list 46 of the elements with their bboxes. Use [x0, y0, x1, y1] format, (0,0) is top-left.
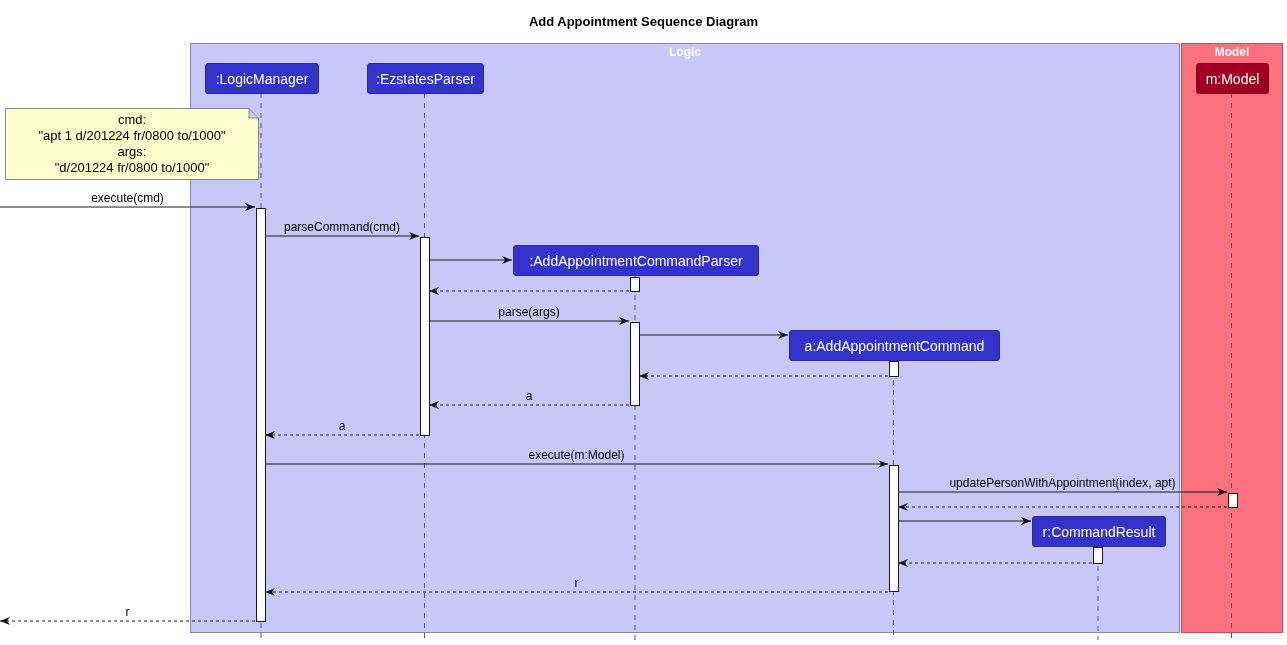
- edge-label: r: [125, 605, 130, 619]
- message-arrow: [638, 331, 789, 339]
- activation-bar: [1093, 547, 1103, 564]
- activation-bar: [420, 237, 430, 436]
- participant-box: a:AddAppointmentCommand: [789, 330, 1000, 361]
- participant-box: m:Model: [1196, 63, 1269, 94]
- edge-label: execute(m:Model): [528, 448, 625, 462]
- group-title: Model: [1213, 45, 1251, 59]
- activation-bar: [889, 361, 899, 377]
- edge-label: a: [338, 419, 346, 433]
- message-arrow: [264, 588, 889, 596]
- participant-box: :AddAppointmentCommandParser: [513, 245, 759, 276]
- message-arrow: [428, 256, 513, 264]
- participant-box: r:CommandResult: [1032, 516, 1166, 547]
- message-arrow: [428, 317, 630, 325]
- message-arrow: [428, 401, 630, 409]
- message-arrow: [897, 559, 1093, 567]
- note-text: "apt 1 d/201224 fr/0800 to/1000": [37, 128, 227, 144]
- participant-box: :EzstatesParser: [367, 63, 484, 94]
- message-arrow: [0, 617, 256, 625]
- diagram-title: Add Appointment Sequence Diagram: [527, 14, 760, 29]
- message-arrow: [264, 431, 420, 439]
- message-arrow: [638, 372, 889, 380]
- activation-bar: [889, 465, 899, 592]
- edge-label: parseCommand(cmd): [284, 220, 400, 234]
- note-text: cmd:: [116, 112, 148, 128]
- activation-bar: [1228, 493, 1238, 508]
- edge-label: execute(cmd): [91, 191, 164, 205]
- activation-bar: [630, 322, 640, 406]
- edge-label: parse(args): [498, 305, 560, 319]
- edge-label: updatePersonWithAppointment(index, apt): [949, 476, 1176, 490]
- note-text: "d/201224 fr/0800 to/1000": [53, 160, 211, 176]
- message-arrow: [897, 517, 1032, 525]
- message-arrow: [0, 203, 256, 211]
- note-text: args:: [116, 144, 148, 160]
- activation-bar: [256, 208, 266, 622]
- group-frame: [1181, 43, 1283, 633]
- message-arrow: [897, 503, 1228, 511]
- participant-box: :LogicManager: [205, 63, 319, 94]
- edge-label: r: [574, 576, 579, 590]
- message-arrow: [264, 232, 420, 240]
- activation-bar: [630, 277, 640, 292]
- edge-label: a: [525, 389, 533, 403]
- message-arrow: [897, 488, 1228, 496]
- message-arrow: [264, 460, 889, 468]
- message-arrow: [428, 287, 630, 295]
